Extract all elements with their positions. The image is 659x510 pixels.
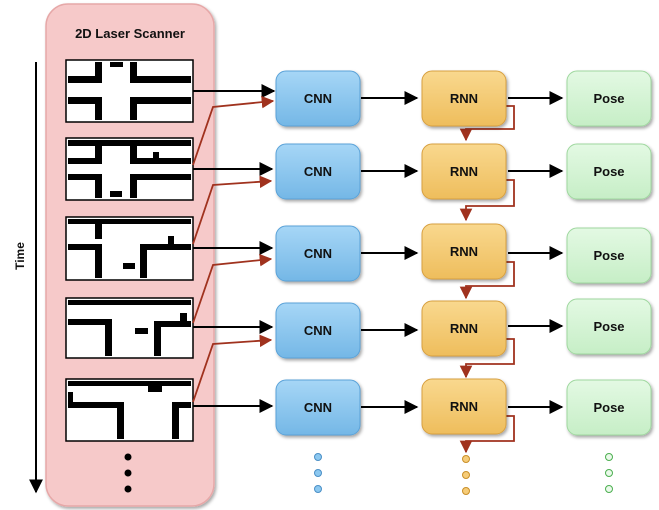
pose-label: Pose	[593, 164, 624, 179]
cnn-ellipsis	[314, 453, 322, 493]
cnn-block-3: CNN	[275, 225, 361, 282]
cnn-label: CNN	[304, 164, 332, 179]
cnn-block-4: CNN	[275, 302, 361, 359]
cnn-block-5: CNN	[275, 379, 361, 436]
rnn-ellipsis	[462, 455, 470, 495]
scanner-title: 2D Laser Scanner	[75, 26, 185, 41]
cnn-label: CNN	[304, 246, 332, 261]
rnn-label: RNN	[450, 244, 478, 259]
cnn-label: CNN	[304, 91, 332, 106]
cnn-label: CNN	[304, 323, 332, 338]
pose-block-4: Pose	[566, 298, 652, 355]
rnn-label: RNN	[450, 164, 478, 179]
pose-label: Pose	[593, 319, 624, 334]
laser-scan-1	[65, 59, 194, 123]
cnn-block-1: CNN	[275, 70, 361, 127]
rnn-block-5: RNN	[421, 378, 507, 435]
rnn-label: RNN	[450, 91, 478, 106]
pose-block-5: Pose	[566, 379, 652, 436]
cnn-label: CNN	[304, 400, 332, 415]
rnn-label: RNN	[450, 321, 478, 336]
cnn-block-2: CNN	[275, 143, 361, 200]
pose-label: Pose	[593, 91, 624, 106]
laser-scan-3	[65, 216, 194, 281]
rnn-block-3: RNN	[421, 223, 507, 280]
scan-to-cnn-arrows	[193, 84, 276, 413]
pose-block-2: Pose	[566, 143, 652, 200]
scan-diagonal-arrows	[192, 95, 275, 403]
time-axis-label: Time	[13, 242, 27, 270]
laser-scan-2	[65, 137, 194, 201]
pose-block-3: Pose	[566, 227, 652, 284]
pose-ellipsis	[605, 453, 613, 493]
rnn-block-4: RNN	[421, 300, 507, 357]
rnn-to-pose-arrows	[508, 91, 564, 414]
cnn-to-rnn-arrows	[361, 91, 419, 414]
pose-label: Pose	[593, 400, 624, 415]
laser-scan-5	[65, 378, 194, 442]
scanner-ellipsis	[124, 453, 132, 493]
rnn-label: RNN	[450, 399, 478, 414]
pose-label: Pose	[593, 248, 624, 263]
laser-scan-4	[65, 297, 194, 359]
rnn-block-2: RNN	[421, 143, 507, 200]
rnn-recurrent-arrows	[459, 105, 515, 454]
rnn-block-1: RNN	[421, 70, 507, 127]
pose-block-1: Pose	[566, 70, 652, 127]
